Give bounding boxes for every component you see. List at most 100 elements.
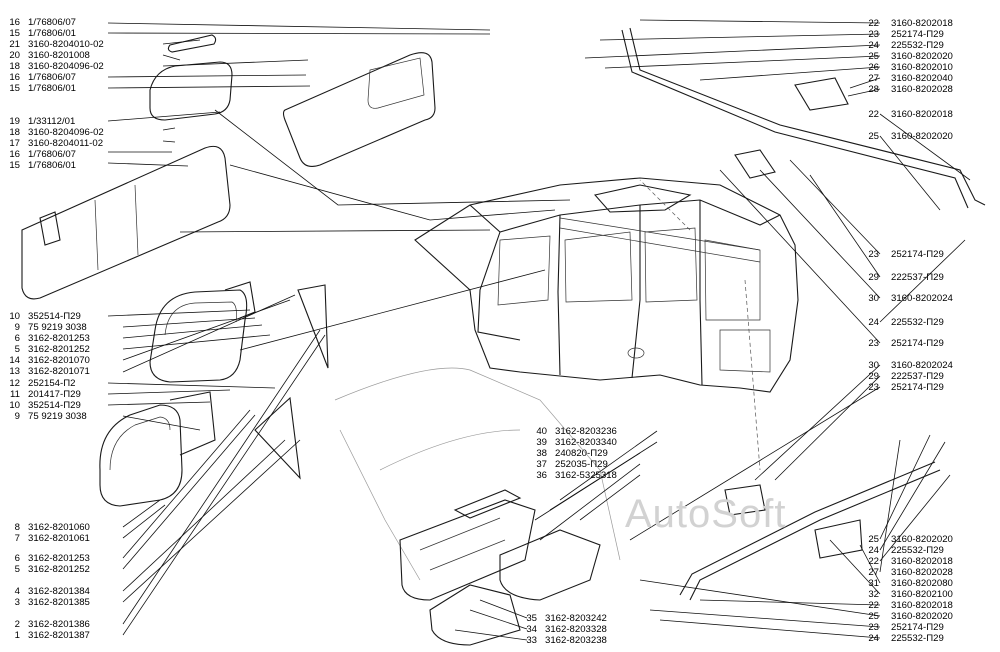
callout-label: 33 3162-8203238: [519, 635, 607, 646]
callout-number: 16: [9, 72, 20, 83]
callout-part-number: 75 9219 3038: [28, 411, 87, 422]
callout-number: 15: [9, 83, 20, 94]
callout-number: 27: [868, 567, 879, 578]
callout-part-number: 1/76806/01: [28, 28, 77, 39]
callout-number: 24: [868, 545, 879, 556]
callout-number: 26: [868, 62, 879, 73]
callout-part-number: 3162-8201252: [28, 564, 90, 575]
callout-number: 33: [526, 635, 537, 646]
callout-part-number: 3162-8201253: [28, 333, 90, 344]
callout-part-number: 3162-8201252: [28, 344, 90, 355]
vehicle-body-drawing: [414, 177, 799, 393]
callout-label: 23 252174-П29: [855, 382, 944, 393]
callout-part-number: 3160-8202018: [891, 600, 953, 611]
callout-part-number: 3162-8203236: [555, 426, 617, 437]
callout-label: 16 1/76806/07: [2, 72, 76, 83]
callout-part-number: 3160-8202010: [891, 62, 953, 73]
callout-part-number: 1/76806/07: [28, 72, 77, 83]
callout-number: 1: [14, 630, 20, 641]
callout-part-number: 3162-8203340: [555, 437, 617, 448]
callout-number: 7: [14, 533, 20, 544]
callout-number: 9: [14, 411, 20, 422]
callout-part-number: 252174-П29: [891, 338, 944, 349]
callout-part-number: 1/33112/01: [28, 116, 76, 127]
sun-visor-lower-drawing: [21, 145, 231, 300]
callout-number: 22: [868, 109, 879, 120]
callout-part-number: 3162-8201070: [28, 355, 90, 366]
callout-part-number: 3162-8201386: [28, 619, 90, 630]
callout-number: 11: [10, 389, 20, 400]
leader-lines: [107, 19, 971, 641]
roof-rail-lower-drawing: [679, 461, 941, 601]
mirror-triangle-covers-drawing: [254, 284, 329, 480]
callout-part-number: 3160-8202018: [891, 556, 953, 567]
callout-number: 35: [526, 613, 537, 624]
callout-number: 24: [868, 40, 879, 51]
callout-part-number: 3160-8202020: [891, 51, 953, 62]
callout-number: 5: [14, 564, 20, 575]
callout-part-number: 3160-8202100: [891, 589, 953, 600]
callout-number: 16: [9, 17, 20, 28]
callout-number: 30: [868, 360, 879, 371]
callout-number: 25: [868, 534, 879, 545]
callout-number: 25: [868, 131, 879, 142]
callout-number: 37: [536, 459, 547, 470]
callout-number: 17: [9, 138, 20, 149]
callout-number: 38: [536, 448, 547, 459]
callout-number: 22: [868, 556, 879, 567]
callout-part-number: 252035-П29: [555, 459, 608, 470]
callout-part-number: 1/76806/01: [28, 160, 77, 171]
callout-number: 23: [868, 382, 879, 393]
callout-label: 25 3160-8202020: [855, 534, 953, 545]
rear-mirror-lower-drawing: [99, 391, 216, 507]
callout-label: 5 3162-8201252: [2, 564, 90, 575]
callout-part-number: 252154-П2: [28, 378, 76, 389]
callout-part-number: 252174-П29: [891, 622, 944, 633]
door-frame-ghost-drawing: [334, 367, 621, 581]
callout-number: 3: [14, 597, 20, 608]
callout-part-number: 3160-8202028: [891, 84, 953, 95]
callout-part-number: 3160-8204096-02: [28, 127, 104, 138]
callout-part-number: 3160-8202028: [891, 567, 953, 578]
callout-part-number: 352514-П29: [28, 311, 81, 322]
callout-part-number: 3160-8204010-02: [28, 39, 104, 50]
callout-part-number: 3160-8202020: [891, 534, 953, 545]
callout-part-number: 252174-П29: [891, 382, 944, 393]
callout-number: 10: [9, 400, 20, 411]
callout-part-number: 3162-8203242: [545, 613, 607, 624]
callout-part-number: 3162-8203238: [545, 635, 607, 646]
callout-number: 22: [868, 600, 879, 611]
watermark-text: AutoSoft: [625, 492, 787, 536]
callout-number: 23: [868, 338, 879, 349]
callout-number: 31: [868, 578, 879, 589]
callout-part-number: 3160-8202018: [891, 18, 953, 29]
roof-rail-upper-drawing: [621, 27, 986, 209]
callout-number: 36: [536, 470, 547, 481]
